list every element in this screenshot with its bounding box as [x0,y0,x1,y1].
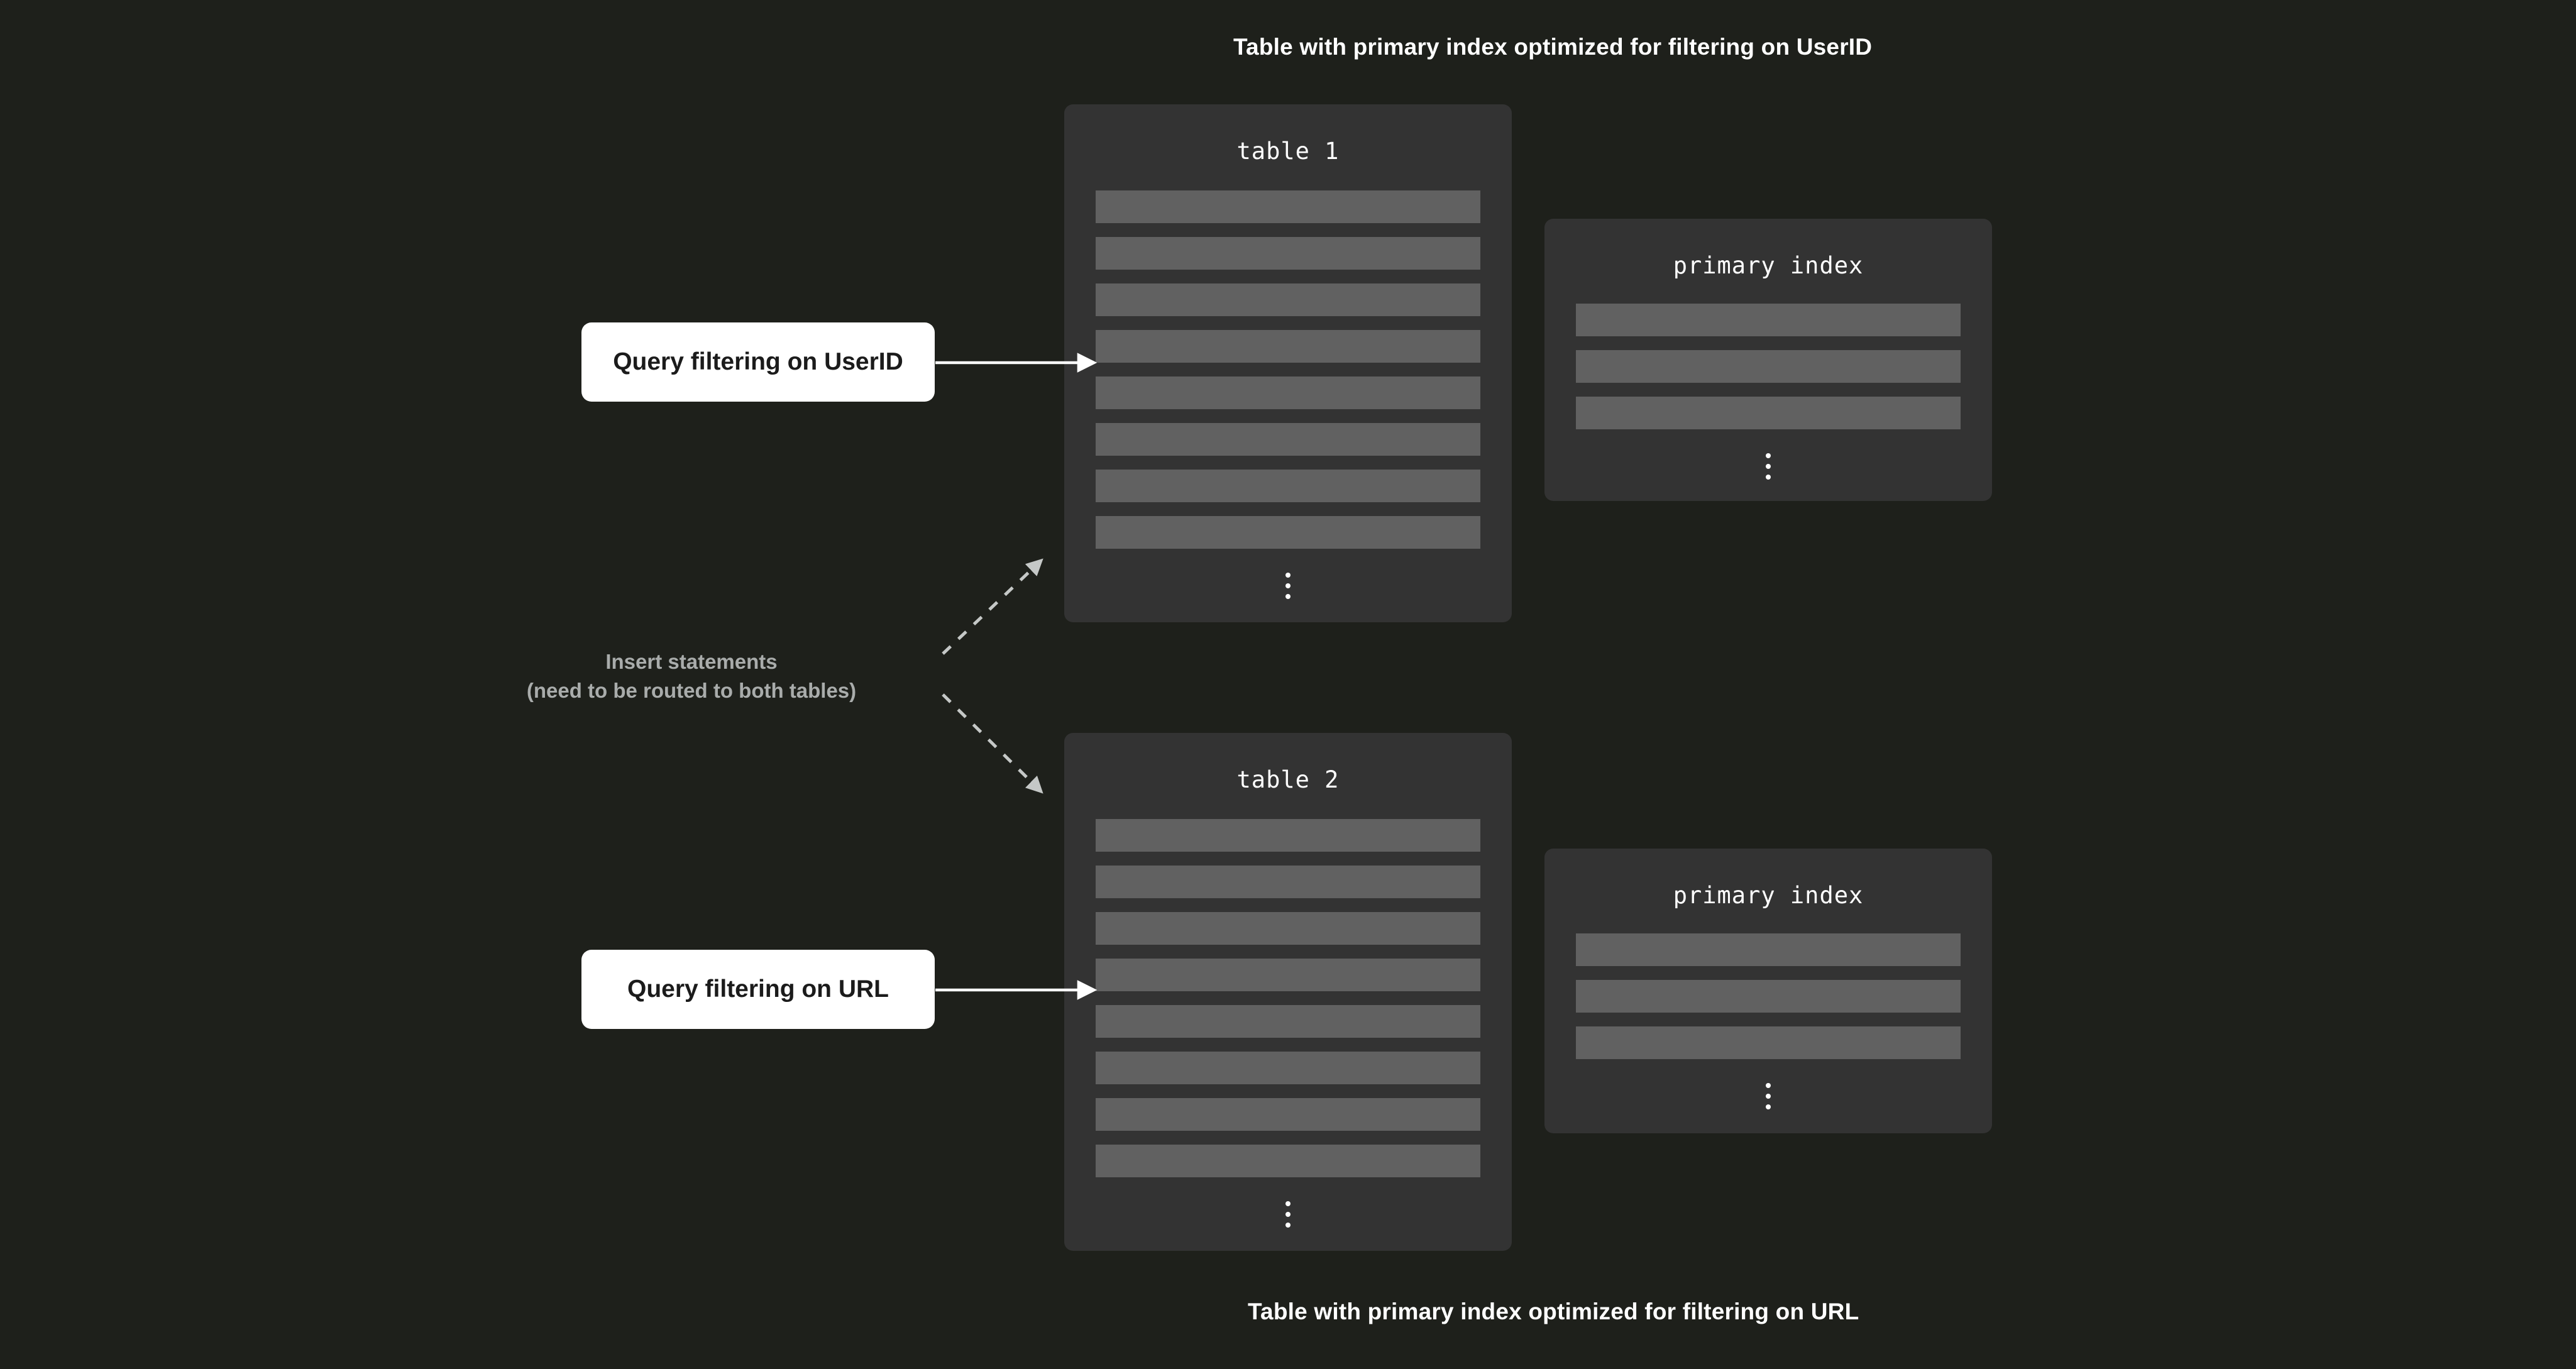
bottom-caption: Table with primary index optimized for f… [1248,1299,1859,1324]
ellipsis-dot [1766,1083,1771,1088]
ellipsis-dot [1285,573,1291,578]
vertical-ellipsis-icon [1544,453,1992,480]
query-filtering-url-box[interactable]: Query filtering on URL [581,950,935,1029]
table-row [1096,423,1480,456]
table-2-rows [1064,819,1512,1177]
table-row [1096,1052,1480,1084]
primary-index-2-rows [1544,933,1992,1059]
index-row [1576,304,1961,336]
table-row [1096,190,1480,223]
primary-index-1-title: primary index [1673,252,1864,279]
table-row [1096,1145,1480,1177]
query-filtering-userid-box[interactable]: Query filtering on UserID [581,322,935,402]
primary-index-2-card: primary index [1544,849,1992,1133]
arrow-insert-to-table-1 [942,558,1043,655]
table-1-title: table 1 [1236,138,1340,165]
table-row [1096,330,1480,363]
table-1-rows [1064,190,1512,549]
ellipsis-dot [1766,475,1771,480]
vertical-ellipsis-icon [1064,1201,1512,1228]
primary-index-1-rows [1544,304,1992,429]
index-row [1576,980,1961,1013]
table-2-card: table 2 [1064,733,1512,1251]
table-row [1096,283,1480,316]
table-row [1096,1098,1480,1131]
top-caption: Table with primary index optimized for f… [1233,34,1873,60]
ellipsis-dot [1285,1201,1291,1206]
ellipsis-dot [1285,1223,1291,1228]
vertical-ellipsis-icon [1064,573,1512,599]
insert-note-line-2: (need to be routed to both tables) [526,678,857,702]
ellipsis-dot [1285,594,1291,599]
table-row [1096,912,1480,945]
index-row [1576,933,1961,966]
table-row [1096,819,1480,852]
ellipsis-dot [1766,1094,1771,1099]
ellipsis-dot [1766,453,1771,458]
ellipsis-dot [1766,464,1771,469]
index-row [1576,397,1961,429]
ellipsis-dot [1285,1212,1291,1217]
table-row [1096,470,1480,502]
index-row [1576,350,1961,383]
query-userid-label: Query filtering on UserID [613,348,903,375]
table-row [1096,237,1480,270]
table-2-title: table 2 [1236,766,1340,793]
primary-index-2-title: primary index [1673,882,1864,909]
table-row [1096,959,1480,991]
table-1-card: table 1 [1064,104,1512,622]
table-row [1096,377,1480,409]
table-row [1096,1005,1480,1038]
vertical-ellipsis-icon [1544,1083,1992,1109]
insert-note-line-1: Insert statements [605,650,778,673]
ellipsis-dot [1285,583,1291,588]
ellipsis-dot [1766,1104,1771,1109]
query-url-label: Query filtering on URL [627,976,889,1003]
insert-statements-note: Insert statements (need to be routed to … [515,647,867,705]
arrow-insert-to-table-2 [942,693,1043,794]
table-row [1096,866,1480,898]
index-row [1576,1026,1961,1059]
primary-index-1-card: primary index [1544,219,1992,501]
table-row [1096,516,1480,549]
